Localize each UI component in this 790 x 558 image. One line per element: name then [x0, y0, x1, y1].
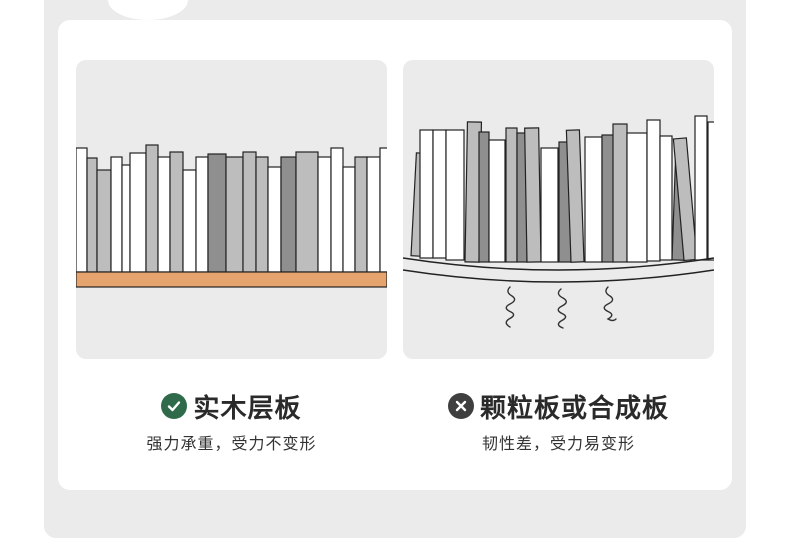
particle-board-subtitle: 韧性差，受力易变形 [481, 434, 635, 453]
straight-shelf-books [76, 144, 387, 288]
sagging-board-bottom [403, 269, 714, 283]
particle-board-title: 颗粒板或合成板 [479, 393, 669, 424]
sagging-shelf-books [403, 115, 714, 329]
tab-notch [108, 0, 188, 20]
bad-caption: 颗粒板或合成板 [403, 384, 714, 428]
solid-wood-illustration [76, 60, 387, 359]
wood-shelf-board [76, 271, 387, 288]
strain-squiggles [505, 286, 617, 329]
sagging-board-top [403, 257, 714, 271]
particle-board-illustration [403, 60, 714, 359]
solid-wood-title: 实木层板 [193, 393, 302, 424]
x-circle-icon [447, 393, 474, 419]
check-circle-icon [161, 393, 188, 419]
good-caption: 实木层板 [76, 384, 387, 428]
solid-wood-subtitle: 强力承重，受力不变形 [146, 434, 317, 453]
